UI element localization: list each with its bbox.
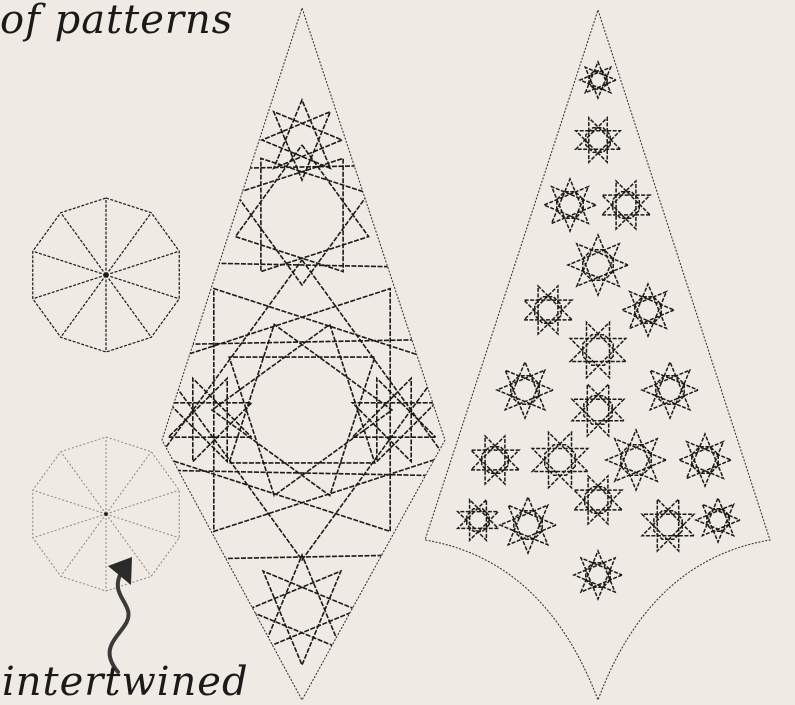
rosette-center: [104, 512, 108, 516]
title-label: of patterns: [0, 0, 233, 40]
rosette-center: [104, 273, 108, 277]
caption-label: intertwined: [2, 660, 249, 704]
